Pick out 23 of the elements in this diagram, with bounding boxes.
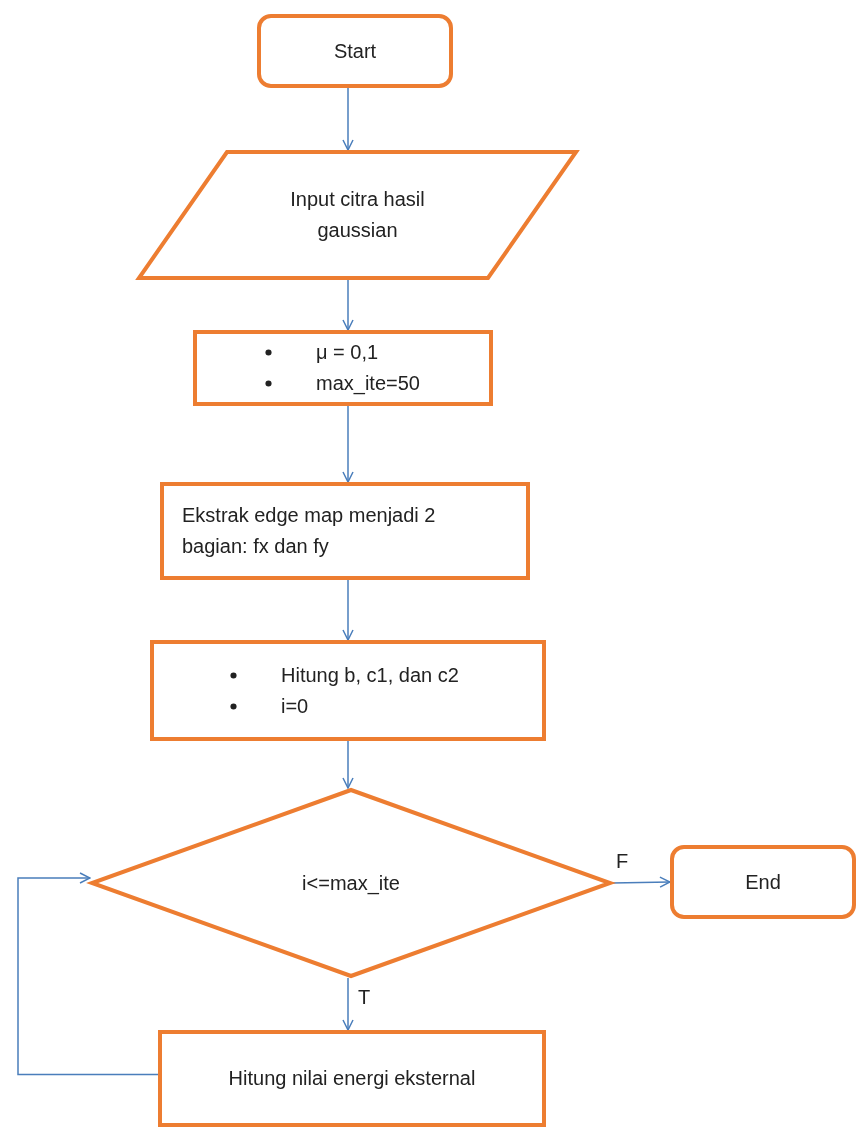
terminal-box [670, 845, 856, 919]
arrow [342, 279, 354, 331]
bullet-item: Hitung b, c1, dan c2 [281, 662, 459, 688]
node-label: Start [333, 38, 377, 64]
arrow [342, 579, 354, 641]
arrow [342, 405, 354, 483]
node-label: Input citra hasil gaussian [289, 187, 426, 243]
bullet-item: i=0 [281, 693, 309, 719]
process-box [158, 1030, 546, 1127]
arrow [17, 872, 159, 1076]
arrow [342, 87, 354, 151]
node-label: i<=max_ite [302, 870, 400, 897]
node-label: Ekstrak edge map menjadi 2 bagian: fx dan fy [182, 503, 437, 559]
process-box [160, 482, 530, 580]
arrow [342, 977, 354, 1031]
terminal-box [257, 14, 453, 88]
node-label: Hitung nilai energi eksternal [228, 1066, 476, 1091]
node-label: End [745, 869, 781, 895]
bullet-item: μ = 0,1 [316, 340, 379, 365]
process-box [193, 330, 493, 406]
arrow [342, 740, 354, 789]
bullet-item: max_ite=50 [316, 371, 420, 397]
process-box [150, 640, 546, 741]
